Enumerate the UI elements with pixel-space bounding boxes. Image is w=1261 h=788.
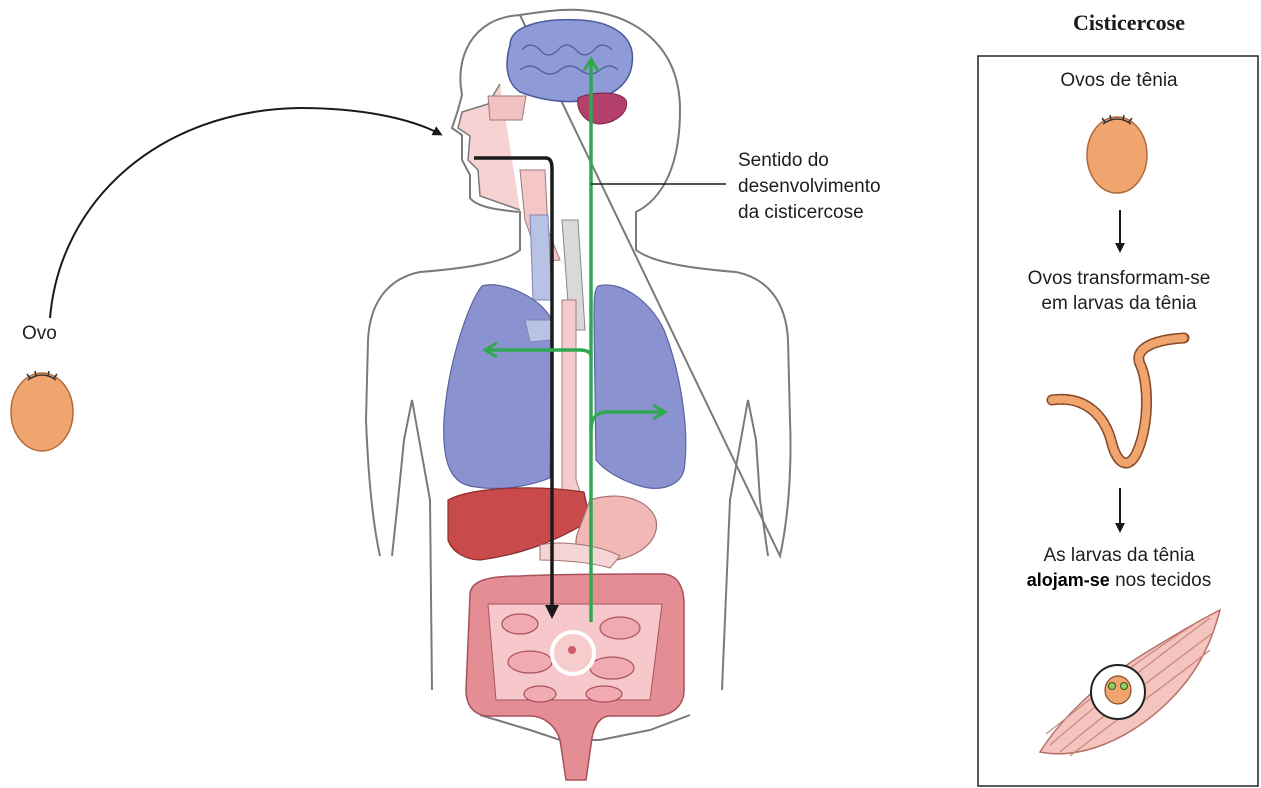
trachea [530,215,552,300]
step2-line-2: em larvas da tênia [990,291,1248,316]
step1-line-1: Ovos de tênia [990,68,1248,93]
step3-bold-word: alojam-se [1027,570,1110,590]
heart [525,320,552,342]
intestine-egg-dot [568,646,576,654]
cyst-larva-head [1105,676,1131,704]
nasal-cavity [488,96,526,120]
direction-label-line-2: desenvolvimento [738,174,881,200]
egg-icon [11,371,73,451]
step3-line-2-rest: nos tecidos [1110,570,1211,591]
step2-line-1: Ovos transformam-se [990,266,1248,291]
step-eggs-label: Ovos de tênia [990,68,1248,93]
egg-label: Ovo [22,323,57,345]
cerebrum [507,20,632,102]
direction-label-line-3: da cisticercose [738,200,881,226]
ingestion-arrow [50,108,440,318]
cerebellum [578,93,627,124]
panel-egg-icon [1087,115,1147,193]
panel-title: Cisticercose [1024,10,1234,36]
direction-label-line-1: Sentido do [738,148,881,174]
step-larvae-label: Ovos transformam-se em larvas da tênia [990,266,1248,316]
step3-line-1: As larvas da tênia [990,543,1248,568]
left-lung [444,285,552,489]
brain [507,20,632,124]
right-lung [594,285,686,488]
development-direction-label: Sentido do desenvolvimento da cisticerco… [738,148,881,226]
step3-line-2: alojam-se nos tecidos [990,568,1248,593]
step-tissue-label: As larvas da tênia alojam-se nos tecidos [990,543,1248,593]
